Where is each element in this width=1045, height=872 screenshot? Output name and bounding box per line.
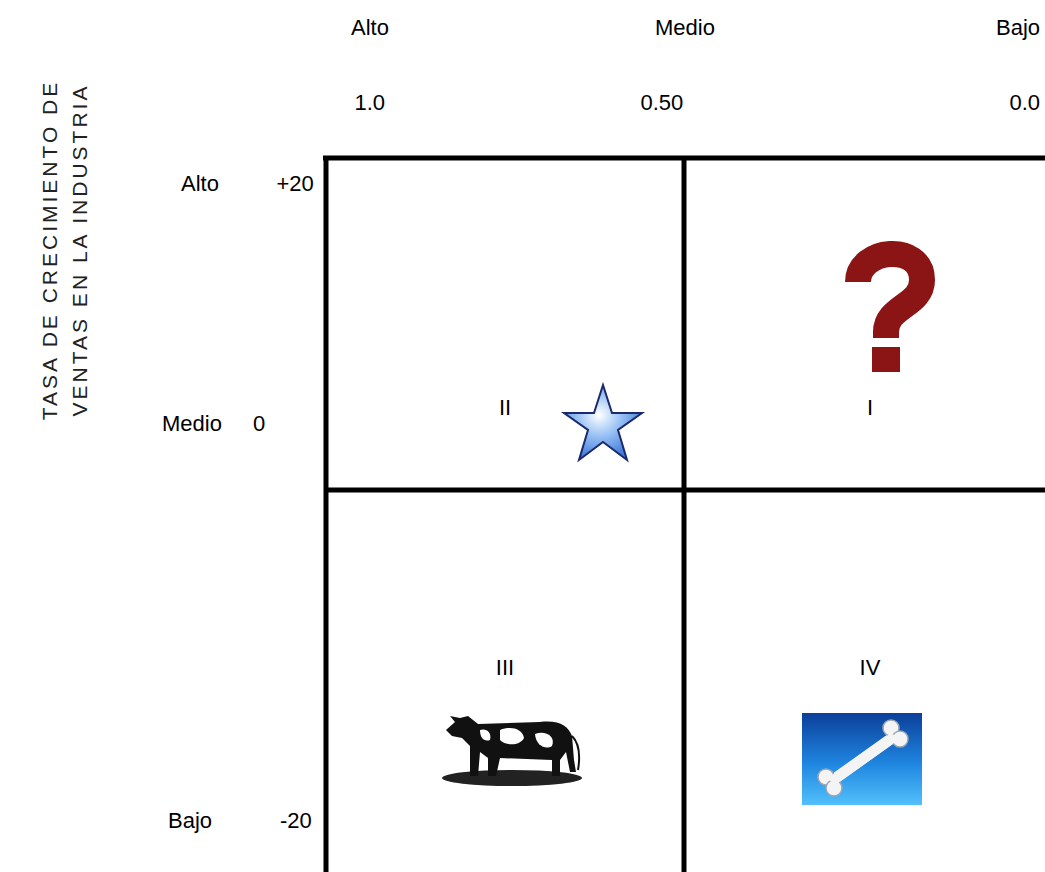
axis-title: TASA DE CRECIMIENTO DE VENTAS EN LA INDU… (35, 45, 95, 455)
axis-label: Medio (655, 15, 715, 41)
axis-label: 0 (253, 411, 265, 437)
quadrant-number: III (496, 655, 514, 681)
axis-label: +20 (277, 171, 314, 197)
axis-label: Medio (162, 411, 222, 437)
axis-label: Bajo (168, 808, 212, 834)
axis-label: Bajo (996, 15, 1040, 41)
axis-label: 0.0 (1010, 90, 1041, 116)
quadrant-number: I (867, 395, 873, 421)
quadrant-number: IV (860, 655, 881, 681)
matrix-quadrant: II (329, 161, 681, 487)
bone-icon (802, 713, 922, 805)
cow-icon (442, 716, 582, 786)
grid-lines (323, 156, 1045, 872)
matrix-quadrant: III (329, 493, 681, 872)
axis-label: 0.50 (641, 90, 684, 116)
question-icon (858, 254, 922, 372)
matrix-quadrant: I (687, 161, 1045, 487)
axis-label: -20 (280, 808, 312, 834)
matrix-quadrant: IV (687, 493, 1045, 872)
axis-label: Alto (351, 15, 389, 41)
axis-label: Alto (181, 171, 219, 197)
star-icon (564, 385, 642, 460)
axis-label: 1.0 (355, 90, 386, 116)
quadrant-number: II (499, 395, 511, 421)
